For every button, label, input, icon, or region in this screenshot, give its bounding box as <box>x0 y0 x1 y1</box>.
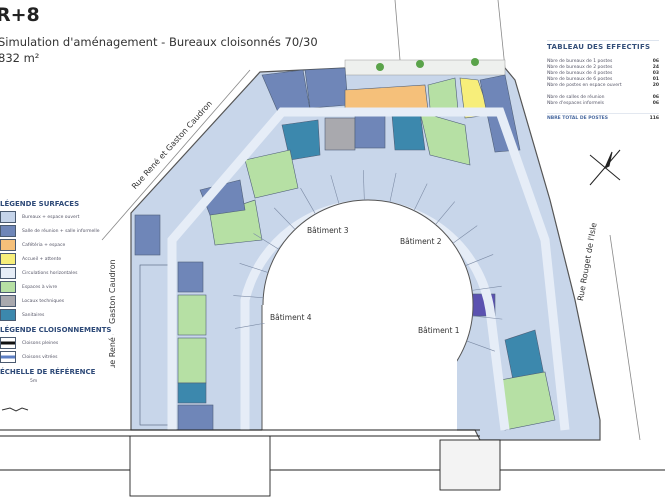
existing-building <box>0 429 665 497</box>
legend-swatch <box>0 267 16 279</box>
solid-partition-swatch <box>0 337 16 349</box>
legend-swatch <box>0 225 16 237</box>
legend: LÉGENDE SURFACES Bureaux + espace ouvert… <box>0 200 118 384</box>
staff-row-label: Nbre de salles de réunion <box>547 95 605 100</box>
staff-row: Nbre de bureaux de 1 postes 06 <box>547 59 659 65</box>
legend-swatch <box>0 281 16 293</box>
staff-row: Nbre de bureaux de 2 postes 24 <box>547 65 659 71</box>
partition-wall <box>233 295 264 298</box>
floor-area: 832 m² <box>0 51 40 65</box>
staff-table: TABLEAU DES EFFECTIFS Nbre de bureaux de… <box>547 40 659 122</box>
partition-wall <box>466 340 495 352</box>
site-lines <box>101 0 641 441</box>
partition-wall <box>472 315 503 320</box>
building-1-label: Bâtiment 1 <box>418 326 460 335</box>
glass-partition-swatch <box>0 351 16 363</box>
partition-wall <box>300 187 316 215</box>
staff-total-value: 116 <box>649 116 659 121</box>
building-3-label: Bâtiment 3 <box>307 226 349 235</box>
partition-wall <box>362 170 365 201</box>
legend-item: Accueil + attente <box>0 252 118 266</box>
staff-table-title: TABLEAU DES EFFECTIFS <box>547 40 659 51</box>
courtyard <box>261 199 474 431</box>
staff-row-value: 24 <box>652 65 659 70</box>
partition-wall <box>389 172 397 203</box>
staff-row-value: 03 <box>652 71 659 76</box>
legend-item: Bureaux + espace ouvert <box>0 210 118 224</box>
partition-wall <box>274 207 296 230</box>
legend-partitions-title: LÉGENDE CLOISONNEMENTS <box>0 326 118 334</box>
legend-label: Circulations horizontales <box>22 270 78 276</box>
partition-wall <box>330 175 340 205</box>
legend-item: Salle de réunion + salle informelle <box>0 224 118 238</box>
page-title: R+8 <box>0 4 40 26</box>
legend-swatch <box>0 295 16 307</box>
legend-label: Locaux techniques <box>22 298 65 304</box>
legend-label: Salle de réunion + salle informelle <box>22 228 100 234</box>
legend-item: Locaux techniques <box>0 294 118 308</box>
legend-label: Cafétéria + espace <box>22 242 66 248</box>
legend-label: Espaces à vivre <box>22 284 58 290</box>
staff-row-label: Nbre de bureaux de 6 postes <box>547 77 613 82</box>
legend-swatch <box>0 239 16 251</box>
partition-wall <box>435 201 456 225</box>
staff-row-value: 20 <box>652 83 659 88</box>
staff-total-label: NBRE TOTAL DE POSTES <box>547 116 608 121</box>
legend-item: Circulations horizontales <box>0 266 118 280</box>
partition-wall <box>452 225 478 244</box>
ring-partitions <box>233 170 503 352</box>
legend-item: Cafétéria + espace <box>0 238 118 252</box>
staff-row: Nbre de bureaux de 4 postes 03 <box>547 71 659 77</box>
staff-row-value: 06 <box>652 59 659 64</box>
staff-row-label: Nbre de bureaux de 2 postes <box>547 65 613 70</box>
scale-bar <box>1 407 29 412</box>
partition-wall <box>239 262 269 273</box>
page-subtitle: Simulation d'aménagement - Bureaux clois… <box>0 35 318 49</box>
rooms <box>134 67 556 431</box>
legend-item: Espaces à vivre <box>0 280 118 294</box>
legend-label: Cloisons vitrées <box>22 354 58 360</box>
staff-row-value: 06 <box>652 95 659 100</box>
legend-swatch <box>0 253 16 265</box>
legend-swatch <box>0 309 16 321</box>
legend-label: Cloisons pleines <box>22 340 59 346</box>
staff-row-label: Nbre d'espaces informels <box>547 101 604 106</box>
legend-label: Bureaux + espace ouvert <box>22 214 80 220</box>
partition-wall <box>234 322 265 329</box>
legend-item-solid-partition: Cloisons pleines <box>0 336 118 350</box>
legend-scale-title: ÉCHELLE DE RÉFÉRENCE <box>0 368 118 376</box>
staff-row-value: 01 <box>652 77 659 82</box>
staff-row-label: Nbre de bureaux de 1 postes <box>547 59 613 64</box>
building-4-label: Bâtiment 4 <box>270 313 312 322</box>
staff-row: Nbre de postes en espace ouvert 20 <box>547 83 659 89</box>
staff-row-value: 06 <box>652 101 659 106</box>
staff-row-label: Nbre de postes en espace ouvert <box>547 83 622 88</box>
terrace <box>344 59 506 76</box>
partition-wall <box>471 285 502 291</box>
legend-item: Sanitaires <box>0 308 118 322</box>
legend-swatch <box>0 211 16 223</box>
legend-surfaces-title: LÉGENDE SURFACES <box>0 200 118 208</box>
partition-wall <box>253 233 280 250</box>
staff-row-label: Nbre de bureaux de 4 postes <box>547 71 613 76</box>
partition-wall <box>413 183 428 211</box>
building-2-label: Bâtiment 2 <box>400 237 442 246</box>
compass-icon <box>589 149 621 186</box>
partition-wall <box>465 254 494 266</box>
legend-label: Accueil + attente <box>22 256 62 262</box>
staff-total-row: NBRE TOTAL DE POSTES 116 <box>547 113 659 122</box>
legend-label: Sanitaires <box>22 312 45 318</box>
staff-row: Nbre d'espaces informels 06 <box>547 101 659 107</box>
staff-row: Nbre de bureaux de 6 postes 01 <box>547 77 659 83</box>
staff-row: Nbre de salles de réunion 06 <box>547 95 659 101</box>
plants <box>376 58 479 71</box>
legend-item-glass-partition: Cloisons vitrées <box>0 350 118 364</box>
scale-label: 5m <box>30 379 38 384</box>
